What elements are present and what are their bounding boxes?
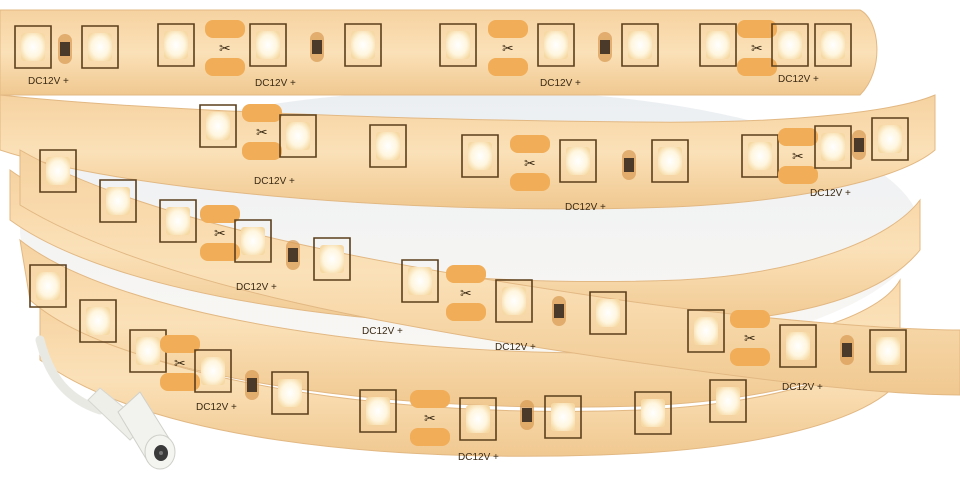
voltage-label: DC12V + <box>565 202 606 213</box>
voltage-label: DC12V + <box>362 326 403 337</box>
voltage-label: DC12V + <box>540 78 581 89</box>
voltage-label: DC12V + <box>28 76 69 87</box>
voltage-label: DC12V + <box>778 74 819 85</box>
voltage-label: DC12V + <box>458 452 499 463</box>
dc-barrel-connector <box>35 335 176 470</box>
voltage-label: DC12V + <box>196 402 237 413</box>
voltage-label: DC12V + <box>810 188 851 199</box>
voltage-label: DC12V + <box>254 176 295 187</box>
voltage-label: DC12V + <box>495 342 536 353</box>
voltage-label: DC12V + <box>255 78 296 89</box>
voltage-label: DC12V + <box>236 282 277 293</box>
voltage-label: DC12V + <box>782 382 823 393</box>
